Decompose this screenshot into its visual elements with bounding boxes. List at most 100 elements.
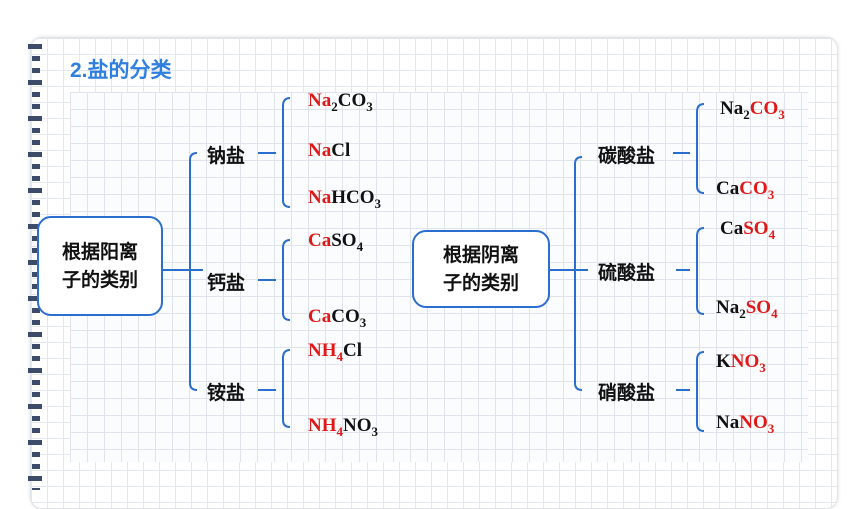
formula-caso4: CaSO4 [308,230,364,254]
formula-part: Na [308,140,332,161]
formula-caco3: CaCO3 [308,306,367,330]
connector-left-trunk [189,152,198,391]
ruler-mark [32,488,40,490]
category-sodium-salt: 钠盐 [207,145,246,167]
formula-na2co3-anion: Na2CO3 [720,98,785,122]
formula-part: NO [343,415,372,436]
ruler-mark [28,44,42,49]
formula-part: 2 [331,99,338,114]
formula-part: CO [739,178,768,199]
formula-part: 4 [356,239,364,254]
ruler-mark [32,200,40,205]
ruler-mark [28,440,42,445]
formula-part: 3 [371,424,379,439]
formula-part: CO [749,98,779,119]
formula-na2co3: Na2CO3 [308,90,373,114]
ruler-mark [32,164,40,169]
ruler-mark [28,260,42,265]
ruler-mark [32,464,40,469]
connector-sulfate-bracket [696,227,705,315]
formula-part: Ca [720,218,744,239]
ruler-mark [32,248,40,253]
formula-part: NO [730,351,760,372]
formula-part: 3 [374,196,382,211]
ruler-mark [32,212,40,217]
binder-ruler [28,44,42,490]
formula-part: SO [743,218,769,239]
formula-part: 4 [768,227,776,242]
ruler-mark [32,416,40,421]
category-nitrate: 硝酸盐 [598,382,656,404]
formula-part: Ca [716,178,740,199]
formula-part: 2 [743,107,750,122]
formula-part: 3 [778,107,785,122]
category-ammonium-salt: 铵盐 [207,382,246,404]
connector-nitrate-bracket [696,351,705,432]
category-calcium-salt: 钙盐 [207,272,246,294]
ruler-mark [28,296,42,301]
connector-ammonium-bracket [282,349,291,428]
ruler-mark [32,452,40,457]
cation-root-box: 根据阳离 子的类别 [37,216,163,316]
formula-nano3-anion: NaNO3 [716,412,775,436]
ruler-mark [32,176,40,181]
cation-root-line1: 根据阳离 [61,241,138,263]
formula-part: 3 [767,421,775,436]
connector-calcium-bracket [282,239,291,321]
ruler-mark [28,404,42,409]
ruler-mark [32,92,40,97]
formula-part: CO [337,90,367,111]
connector-right-trunk [574,156,583,391]
page-title: 2.盐的分类 [70,59,172,82]
formula-part: NO [739,412,768,433]
formula-part: K [716,351,731,372]
formula-part: Ca [308,230,332,251]
formula-nacl: NaCl [308,140,350,162]
slide: 2.盐的分类 根据阳离 子的类别 钠盐 钙盐 [28,37,838,509]
formula-part: CO [331,306,360,327]
formula-part: Na [308,90,332,111]
formula-part: NH [308,340,337,361]
formula-part: Na [716,297,740,318]
formula-part: 3 [359,315,367,330]
ruler-mark [32,68,40,73]
ruler-mark [32,272,40,277]
formula-part: Na [720,98,744,119]
ruler-mark [32,128,40,133]
ruler-mark [32,308,40,313]
formula-part: Na [716,412,740,433]
category-sulfate: 硫酸盐 [598,262,656,284]
formula-part: 3 [366,99,373,114]
formula-part: SO [331,230,357,251]
ruler-mark [28,368,42,373]
formula-part: 3 [767,187,775,202]
formula-part: Cl [331,140,351,161]
formula-kno3-anion: KNO3 [716,351,766,375]
anion-root-line2: 子的类别 [442,272,519,294]
ruler-mark [28,188,42,193]
formula-nh4no3: NH4NO3 [308,415,379,439]
ruler-mark [32,344,40,349]
ruler-mark [32,392,40,397]
formula-nh4cl: NH4Cl [308,340,362,364]
formula-part: Ca [308,306,332,327]
ruler-mark [28,224,42,229]
connector-sodium-bracket [282,97,291,208]
cation-root-line2: 子的类别 [61,269,138,291]
ruler-mark [32,320,40,325]
connector-carbonate-bracket [696,103,705,194]
formula-part: SO [745,297,772,318]
ruler-mark [28,116,42,121]
category-carbonate: 碳酸盐 [598,145,656,167]
ruler-mark [32,56,40,61]
ruler-mark [32,140,40,145]
ruler-mark [28,80,42,85]
formula-part: HCO [331,187,375,208]
formula-part: 2 [739,306,746,321]
ruler-mark [32,380,40,385]
formula-part: 3 [759,360,766,375]
tree-connectors [163,97,705,432]
formula-caso4-anion: CaSO4 [720,218,776,242]
formula-part: Na [308,187,332,208]
ruler-mark [28,152,42,157]
